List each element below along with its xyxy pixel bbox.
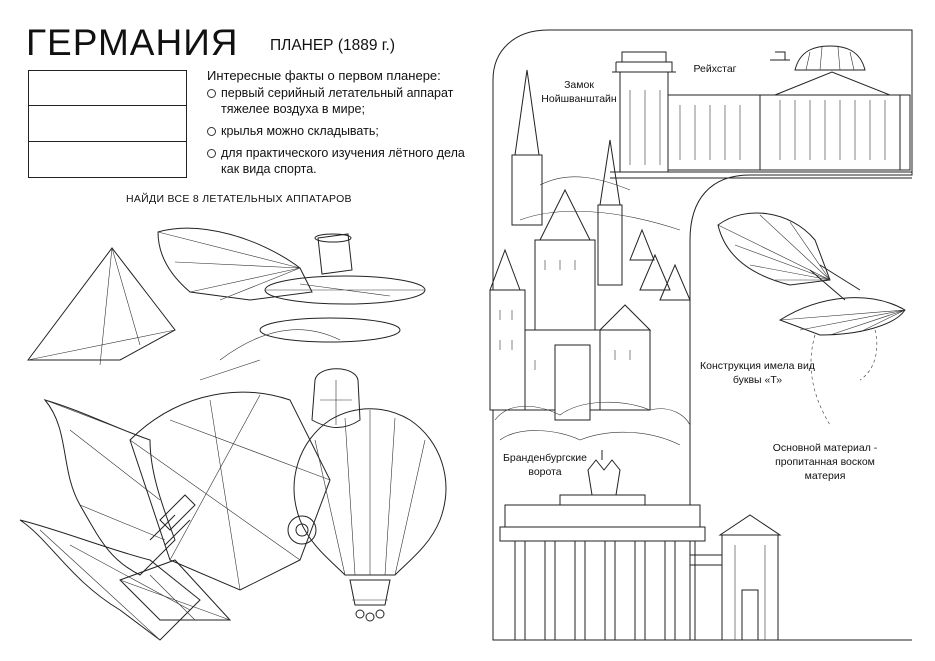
fact-item: для практического изучения лётного дела … [207, 145, 477, 177]
glider-drawing [717, 212, 906, 336]
flag-stripe-top [29, 71, 186, 107]
task-text: НАЙДИ ВСЕ 8 ЛЕТАТЕЛЬНЫХ АППАТАРОВ [126, 193, 352, 205]
facts-list: первый серийный летательный аппарат тяже… [207, 85, 477, 183]
panel-border [492, 29, 913, 641]
facts-heading: Интересные факты о первом планере: [207, 68, 441, 83]
material-note: Основной материал - пропитанная воском м… [772, 442, 878, 482]
page-title: ГЕРМАНИЯ [26, 22, 239, 63]
fact-item: крылья можно складывать; [207, 123, 477, 139]
circle-bullet-icon [207, 89, 216, 98]
reichstag-drawing [610, 45, 912, 179]
gate-label: Бранденбургские ворота [502, 452, 588, 478]
circle-bullet-icon [207, 149, 216, 158]
glider-heading: ПЛАНЕР (1889 г.) [270, 37, 396, 54]
shape-note: Конструкция имела вид буквы «Т» [700, 360, 815, 386]
flag-stripe-middle [29, 106, 186, 142]
circle-bullet-icon [207, 127, 216, 136]
brandenburg-gate-drawing [493, 450, 912, 641]
reichstag-label: Рейхстаг [693, 63, 737, 75]
castle-label: Замок Нойшванштайн [541, 79, 617, 105]
dashed-arrow-1 [859, 329, 878, 381]
neuschwanstein-drawing [489, 69, 691, 446]
flag-outline [28, 70, 187, 178]
dashed-arrow-2 [810, 334, 831, 426]
flying-machines-illustration [19, 227, 447, 641]
fact-item: первый серийный летательный аппарат тяже… [207, 85, 477, 117]
